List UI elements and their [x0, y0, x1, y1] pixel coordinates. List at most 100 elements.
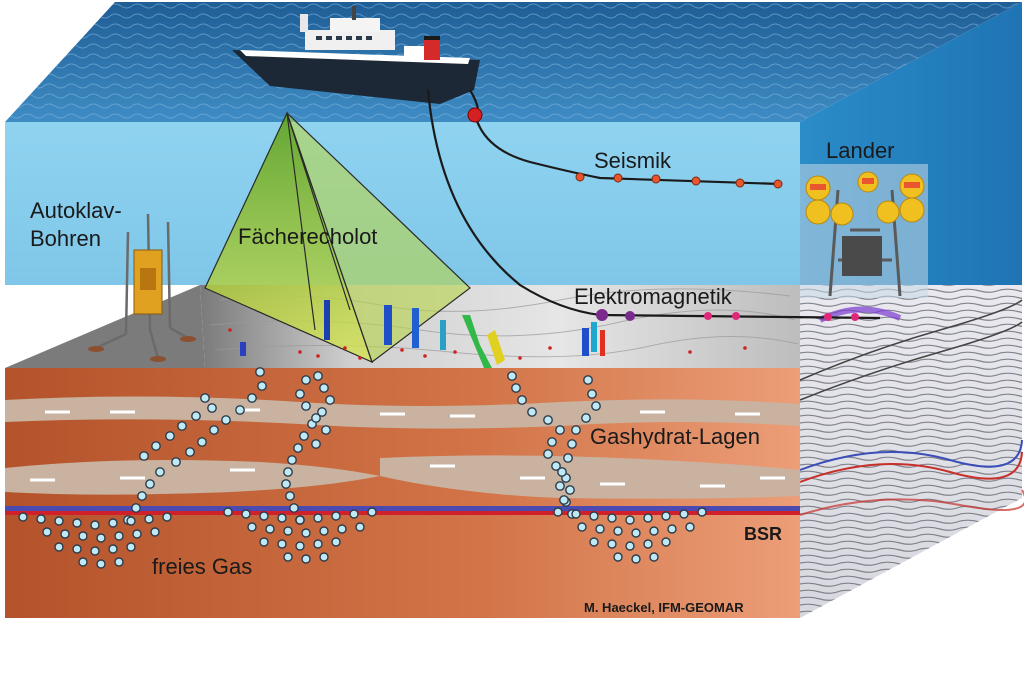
gas-bubble: [144, 514, 154, 524]
gas-bubble: [325, 395, 335, 405]
gas-bubble: [283, 526, 293, 536]
gas-bubble: [131, 503, 141, 513]
gas-bubble: [613, 552, 623, 562]
gas-bubble: [114, 557, 124, 567]
gas-bubble: [265, 524, 275, 534]
gas-bubble: [42, 527, 52, 537]
gas-bubble: [607, 539, 617, 549]
label-bsr: BSR: [744, 524, 782, 544]
gas-bubbles: [18, 367, 707, 569]
label-lander: Lander: [826, 138, 895, 163]
label-autoklav-line1: Autoklav-: [30, 198, 122, 223]
seafloor-lander-icon: [800, 164, 928, 298]
gas-bubble: [511, 383, 521, 393]
gas-bubble: [277, 539, 287, 549]
gas-bubble: [555, 425, 565, 435]
gas-bubble: [72, 518, 82, 528]
gas-bubble: [151, 441, 161, 451]
gas-bubble: [591, 401, 601, 411]
gas-bubble: [557, 467, 567, 477]
gas-bubble: [301, 528, 311, 538]
seafloor-left: [5, 285, 205, 368]
gas-bubble: [293, 443, 303, 453]
gas-bubble: [295, 515, 305, 525]
gas-bubble: [625, 541, 635, 551]
gas-bubble: [54, 516, 64, 526]
gas-bubble: [247, 393, 257, 403]
gas-bubble: [96, 533, 106, 543]
hydrate-layer-3: [380, 455, 800, 499]
gas-bubble: [177, 421, 187, 431]
gas-bubble: [54, 542, 64, 552]
gas-bubble: [145, 479, 155, 489]
gas-bubble: [165, 431, 175, 441]
gas-bubble: [200, 393, 210, 403]
streamer-float: [467, 107, 483, 123]
gas-bubble: [631, 528, 641, 538]
gas-bubble: [319, 383, 329, 393]
multibeam-cone: [204, 111, 471, 364]
em-tow-cable: [426, 89, 881, 320]
gas-bubble: [114, 531, 124, 541]
gas-bubble: [295, 389, 305, 399]
gas-bubble: [313, 371, 323, 381]
gas-bubble: [155, 467, 165, 477]
gas-bubble: [311, 439, 321, 449]
bsr-shadow: [5, 506, 800, 512]
gas-bubble: [319, 526, 329, 536]
gas-bubble: [197, 437, 207, 447]
gas-bubble: [241, 509, 251, 519]
em-markers: [596, 309, 859, 321]
gas-bubble: [72, 544, 82, 554]
gas-bubble: [162, 512, 172, 522]
gas-bubble: [607, 513, 617, 523]
bsr-line: [5, 511, 800, 515]
gas-bubble: [319, 552, 329, 562]
gas-bubble: [301, 375, 311, 385]
gas-bubble: [90, 520, 100, 530]
gas-bubble: [631, 554, 641, 564]
gas-bubble: [60, 529, 70, 539]
gas-bubble: [301, 554, 311, 564]
gas-bubble: [313, 539, 323, 549]
gas-bubble: [259, 537, 269, 547]
gas-bubble: [587, 389, 597, 399]
gas-bubble: [191, 411, 201, 421]
gas-bubble: [139, 451, 149, 461]
gas-bubble: [295, 541, 305, 551]
gas-bubble: [553, 507, 563, 517]
label-seismik: Seismik: [594, 148, 672, 173]
gas-bubble: [221, 415, 231, 425]
gas-bubble: [301, 401, 311, 411]
gas-bubble: [235, 405, 245, 415]
gas-bubble: [589, 511, 599, 521]
gas-bubble: [337, 524, 347, 534]
gas-bubble: [247, 522, 257, 532]
gas-bubble: [255, 367, 265, 377]
gas-bubble: [367, 507, 377, 517]
gas-bubble: [577, 522, 587, 532]
gas-bubble: [317, 407, 327, 417]
gas-bubble: [126, 516, 136, 526]
gas-bubble: [625, 515, 635, 525]
gas-bubble: [563, 453, 573, 463]
gas-bubble: [78, 531, 88, 541]
gas-bubble: [18, 512, 28, 522]
gas-bubble: [589, 537, 599, 547]
gas-bubble: [667, 524, 677, 534]
gas-bubble: [259, 511, 269, 521]
gas-bubble: [613, 526, 623, 536]
gas-bubble: [331, 537, 341, 547]
gas-bubble: [595, 524, 605, 534]
gas-bubble: [90, 546, 100, 556]
gas-bubble: [547, 437, 557, 447]
gas-bubble: [36, 514, 46, 524]
gas-bubble: [661, 511, 671, 521]
gas-bubble: [171, 457, 181, 467]
gas-bubble: [581, 413, 591, 423]
gas-bubble: [185, 447, 195, 457]
gas-bubble: [517, 395, 527, 405]
streamer-markers: [575, 172, 783, 189]
gas-bubble: [137, 491, 147, 501]
